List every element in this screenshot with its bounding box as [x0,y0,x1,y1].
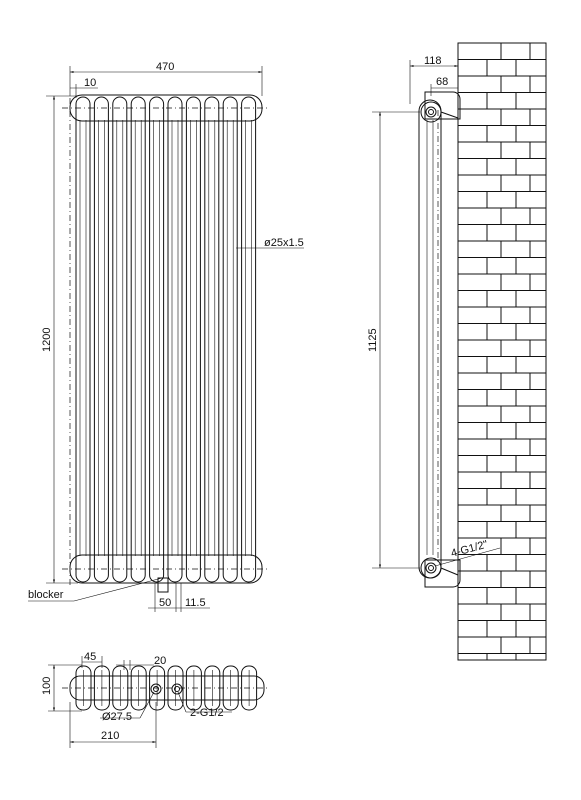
front-view: 470 10 1200 ø25x1.5 blocker 50 11.5 [28,61,304,612]
blocker-label: blocker [28,589,64,601]
hole-dimension: Ø27.5 [102,711,132,723]
offset-dimension: 50 [159,597,171,609]
radiator-column [93,96,109,583]
radiator-column [75,96,91,583]
offset2-dimension: 11.5 [185,597,206,609]
bottom-connection-icon [420,557,442,579]
blocker [157,577,169,593]
bottom-bracket [424,559,461,588]
section-dimension: 45 [84,651,96,663]
bottom-section [241,665,258,711]
offset-dimension-bottom: 210 [101,730,119,742]
radiator-column [204,96,220,583]
radiator-columns [75,96,257,583]
wall-gap-dimension: 68 [436,76,448,88]
depth-dimension: 118 [424,55,442,67]
height-dimension: 1200 [41,328,53,352]
brick-wall [457,42,547,661]
thread-dimension: 2-G1/2 [190,707,224,719]
spacing-dimension: 20 [154,655,166,667]
depth-dimension-bottom: 100 [41,677,53,695]
gap-dimension: 10 [84,77,96,89]
hole-left-icon [150,683,162,695]
hole-right-icon [171,683,183,695]
radiator-column [167,96,183,583]
radiator-column [185,96,201,583]
centers-dimension: 1125 [367,328,379,352]
top-bracket [424,91,461,120]
radiator-column [222,96,238,583]
bottom-view: 100 45 20 Ø27.5 2-G1/2 210 [41,651,270,748]
radiator-column [149,96,165,583]
width-dimension: 470 [156,61,174,73]
radiator-column [241,96,257,583]
tube-dimension: ø25x1.5 [264,237,304,249]
radiator-column [130,96,146,583]
side-view: 118 68 1125 4-G1/2" [367,42,547,661]
radiator-column [112,96,128,583]
